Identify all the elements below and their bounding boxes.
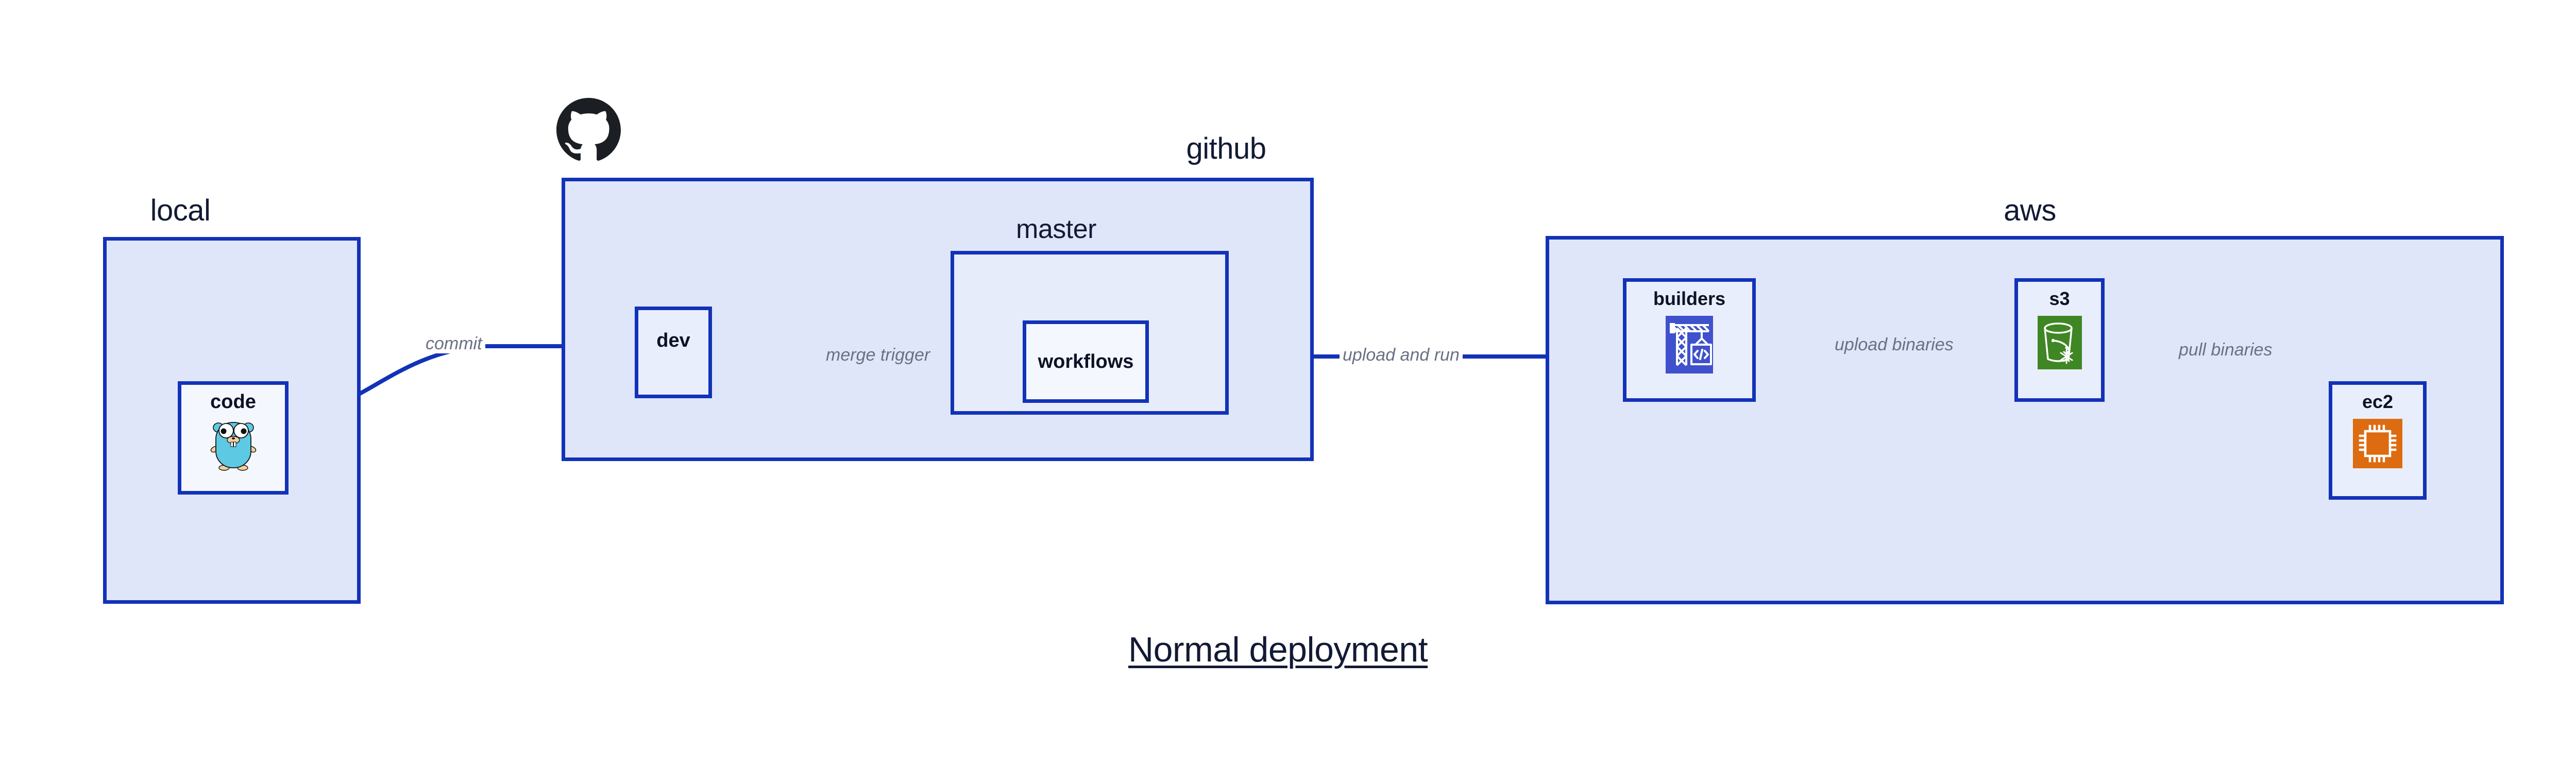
aws-ec2-chip-icon: [2353, 419, 2402, 468]
aws-codebuild-icon: [1666, 316, 1713, 373]
edge-label-upload-binaries: upload binaries: [1832, 335, 1957, 354]
group-label-aws: aws: [2004, 194, 2056, 227]
edge-label-commit: commit: [422, 334, 485, 353]
edge-label-upload-and-run: upload and run: [1340, 345, 1463, 365]
node-s3[interactable]: s3: [2014, 278, 2105, 402]
node-ec2[interactable]: ec2: [2329, 381, 2427, 500]
group-label-master: master: [1016, 214, 1096, 244]
node-workflows[interactable]: workflows: [1023, 320, 1149, 403]
aws-s3-glacier-bucket-icon: [2037, 316, 2082, 369]
node-label-workflows: workflows: [1038, 350, 1134, 372]
page-title: Normal deployment: [1128, 630, 1428, 669]
node-label-builders: builders: [1653, 288, 1726, 309]
node-label-s3: s3: [2049, 288, 2070, 309]
node-label-code: code: [210, 391, 256, 413]
node-dev[interactable]: dev: [635, 307, 712, 398]
node-label-ec2: ec2: [2362, 391, 2394, 412]
node-code[interactable]: code: [178, 381, 289, 495]
edge-label-pull-binaries: pull binaries: [2176, 340, 2276, 360]
go-gopher-icon: [210, 419, 257, 471]
node-label-dev: dev: [656, 330, 690, 351]
edge-label-merge-trigger: merge trigger: [823, 345, 934, 365]
node-builders[interactable]: builders: [1623, 278, 1756, 402]
group-label-github: github: [1186, 132, 1266, 165]
group-label-local: local: [150, 194, 211, 227]
github-octocat-icon: [556, 98, 621, 165]
